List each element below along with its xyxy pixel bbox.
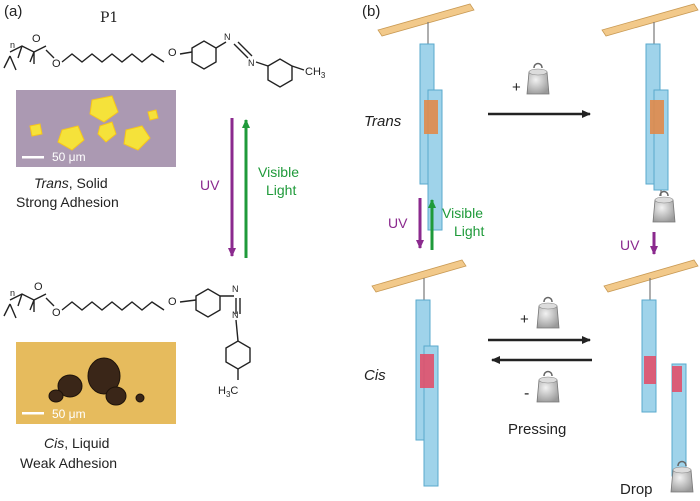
beam-top-left [377, 3, 475, 37]
beam-bottom-right [603, 259, 699, 293]
visible-label-a-2: Light [266, 182, 296, 198]
panel-b-label: (b) [362, 3, 380, 20]
trans-caption-2: Strong Adhesion [16, 194, 119, 210]
trans-caption-1: Trans, Solid [34, 175, 108, 191]
weight-icon-mid [536, 296, 560, 329]
cis-azo-n2: N [232, 310, 239, 320]
cis-methyl-label: H3C [218, 385, 238, 399]
pressing-label: Pressing [508, 421, 566, 438]
cis-azo-n1: N [232, 284, 239, 294]
uv-label-b-right: UV [620, 237, 640, 253]
cis-caption-1: Cis, Liquid [44, 435, 109, 451]
weight-icon-bottom [536, 370, 560, 403]
cis-assembly-right [641, 278, 694, 493]
trans-azo-n2: N [248, 58, 255, 68]
trans-methyl-label: CH3 [305, 66, 326, 80]
cis-carbonyl-o: O [34, 281, 43, 293]
cis-micrograph: 50 μm [16, 342, 176, 424]
add-weight-sign-2: + [520, 311, 529, 328]
cis-structure: n O O O N N H3C [3, 281, 251, 399]
visible-label-b-1: Visible [442, 205, 483, 221]
panel-b: (b) Trans + UV Visible [362, 3, 699, 498]
uv-label-a: UV [200, 177, 220, 193]
panel-a-label: (a) [4, 3, 22, 20]
polymer-name: P1 [100, 10, 118, 26]
cis-caption-2: Weak Adhesion [20, 455, 117, 471]
drop-label: Drop [620, 481, 653, 498]
cis-assembly-left [415, 278, 439, 487]
cis-ether-o: O [168, 296, 177, 308]
cis-scale-text: 50 μm [52, 407, 86, 421]
trans-azo-n1: N [224, 32, 231, 42]
trans-ether-o: O [168, 47, 177, 59]
cis-ester-o: O [52, 307, 61, 319]
uv-label-b: UV [388, 215, 408, 231]
trans-micrograph: 50 μm [16, 90, 176, 167]
beam-top-right [601, 3, 699, 37]
trans-structure: n O O O N N CH3 [3, 32, 326, 88]
remove-weight-sign: - [524, 385, 529, 402]
cis-scale-bar [22, 412, 44, 415]
trans-assembly-right [645, 22, 676, 223]
panel-a: (a) P1 n O O O N N CH3 [3, 3, 326, 471]
add-weight-sign: + [512, 79, 521, 96]
trans-assembly-left [419, 22, 443, 231]
trans-scale-bar [22, 156, 44, 159]
cis-label-b: Cis [364, 367, 386, 384]
trans-carbonyl-o: O [32, 33, 41, 45]
cis-methyl-n: n [10, 288, 15, 298]
weight-icon-top [526, 62, 550, 95]
trans-ester-o: O [52, 58, 61, 70]
visible-label-b-2: Light [454, 223, 484, 239]
trans-scale-text: 50 μm [52, 150, 86, 164]
trans-label-b: Trans [364, 113, 402, 130]
visible-label-a-1: Visible [258, 164, 299, 180]
trans-methyl-n: n [10, 40, 15, 50]
beam-bottom-left [371, 259, 467, 293]
